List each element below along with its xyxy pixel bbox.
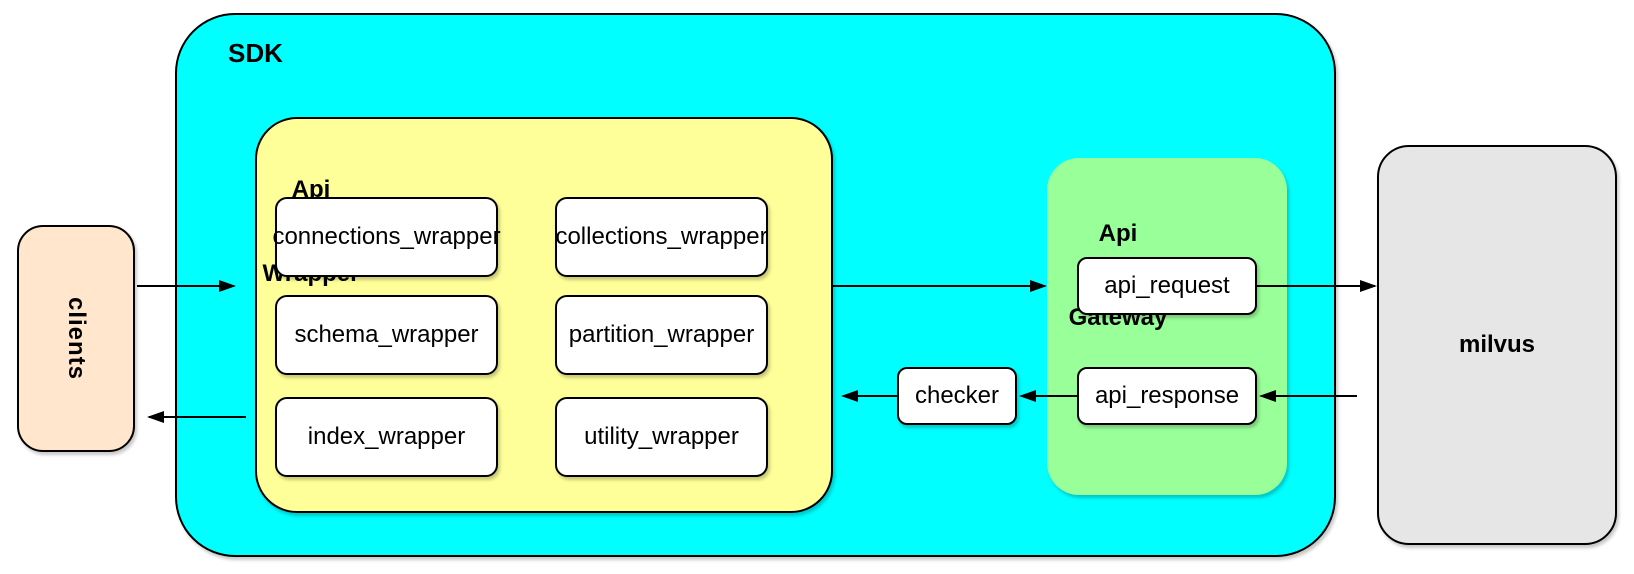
checker-label: checker [914,382,1000,409]
wrapper-box-index: index_wrapper [275,397,498,477]
wrapper-box-connections: connections_wrapper [272,197,501,277]
wrapper-box-utility-label: utility_wrapper [584,423,739,450]
wrapper-box-collections: collections_wrapper [555,197,768,277]
wrapper-box-index-label: index_wrapper [307,423,466,450]
wrapper-box-schema: schema_wrapper [275,295,498,375]
wrapper-box-collections-label: collections_wrapper [555,223,768,250]
api-response-label: api_response [1094,382,1240,409]
wrapper-box-partition: partition_wrapper [555,295,768,375]
wrapper-box-partition-label: partition_wrapper [568,321,755,348]
milvus-node: milvus [1377,145,1617,545]
clients-label: clients [63,296,90,381]
checker-box: checker [897,367,1017,425]
api-gateway-label-line1: Api [1098,220,1138,247]
api-gateway-container [1047,158,1287,495]
wrapper-box-utility: utility_wrapper [555,397,768,477]
milvus-label: milvus [1458,331,1536,358]
wrapper-box-schema-label: schema_wrapper [294,321,479,348]
api-response-box: api_response [1077,367,1257,425]
api-request-label: api_request [1104,272,1230,299]
api-request-box: api_request [1077,257,1257,315]
sdk-label: SDK [228,38,283,68]
clients-node: clients [17,225,135,452]
wrapper-box-connections-label: connections_wrapper [272,223,501,250]
